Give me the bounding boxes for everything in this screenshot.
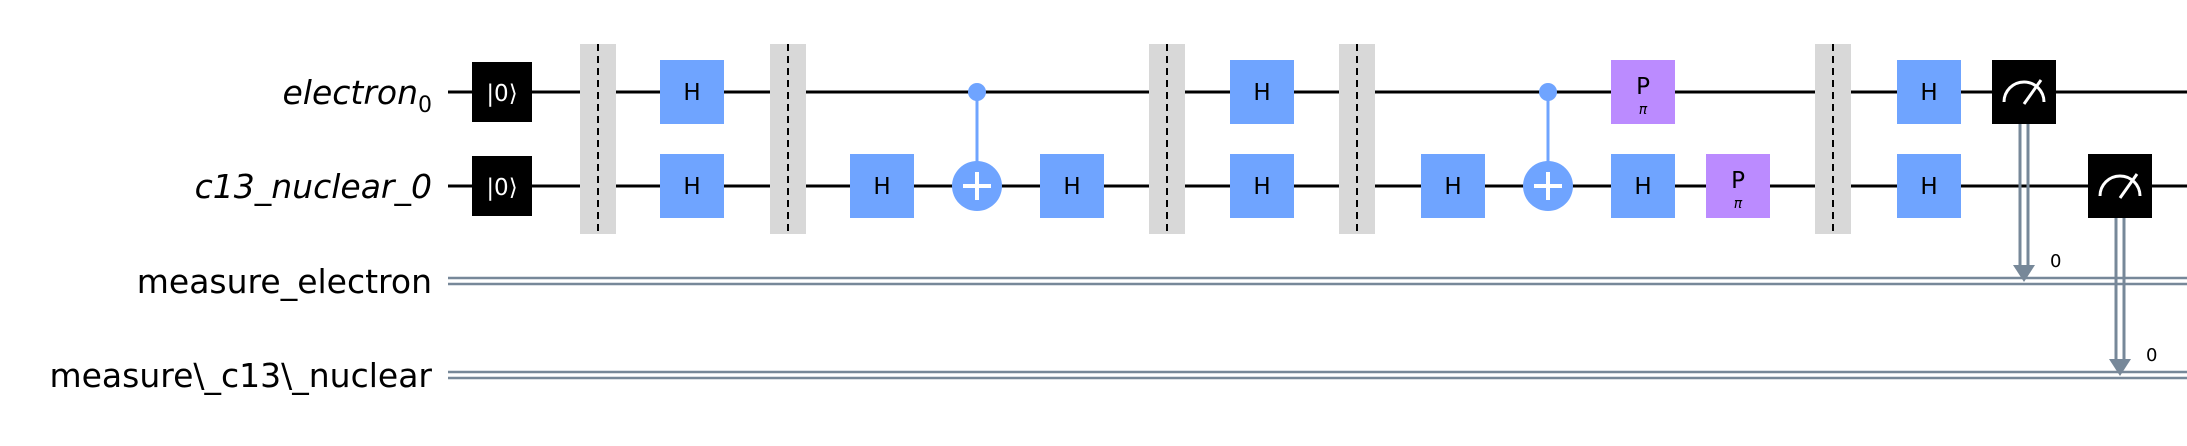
phase-gate xyxy=(1706,154,1770,218)
measure-arrow xyxy=(2013,265,2035,282)
classical-bit-index: 0 xyxy=(2146,345,2157,366)
hadamard-gate xyxy=(1040,154,1104,218)
qubit-register-label: c13_nuclear_0 xyxy=(195,167,432,206)
gate-parameter: π xyxy=(1734,196,1743,212)
qubit-register-label: electron0 xyxy=(282,73,432,118)
qubit-name: c13_nuclear_0 xyxy=(195,167,432,206)
gate-label: H xyxy=(873,174,890,200)
init-state-label: |0⟩ xyxy=(486,81,517,107)
hadamard-gate xyxy=(660,60,724,124)
qubit-name: electron xyxy=(282,73,418,112)
init-state-label: |0⟩ xyxy=(486,175,517,201)
hadamard-gate xyxy=(1421,154,1485,218)
gate-label: H xyxy=(1634,174,1651,200)
gate-label: H xyxy=(1253,80,1270,106)
meter-needle-icon xyxy=(2118,173,2139,199)
meter-arc-icon xyxy=(2002,80,2046,103)
hadamard-gate xyxy=(850,154,914,218)
hadamard-gate xyxy=(1897,154,1961,218)
qubit-subscript: 0 xyxy=(418,93,432,118)
gate-label: H xyxy=(1920,174,1937,200)
measure-box xyxy=(1992,60,2056,124)
init-state-box xyxy=(472,156,532,216)
gate-label: H xyxy=(683,174,700,200)
meter-needle-icon xyxy=(2022,79,2043,105)
classical-bit-index: 0 xyxy=(2050,251,2061,272)
hadamard-gate xyxy=(1230,60,1294,124)
measure-box xyxy=(2088,154,2152,218)
gate-label: H xyxy=(683,80,700,106)
measure-arrow xyxy=(2109,359,2131,376)
register-labels: electron0 c13_nuclear_0 measure_electronme… xyxy=(49,73,432,395)
init-state-box xyxy=(472,62,532,122)
gate-label: H xyxy=(1253,174,1270,200)
hadamard-gate xyxy=(1230,154,1294,218)
classical-register-label: measure_electron xyxy=(137,262,432,301)
gate-parameter: π xyxy=(1639,102,1648,118)
hadamard-gate xyxy=(1611,154,1675,218)
control-dot xyxy=(1539,83,1557,101)
hadamard-gate xyxy=(1897,60,1961,124)
phase-gate xyxy=(1611,60,1675,124)
gate-label: P xyxy=(1731,168,1745,194)
gate-label: H xyxy=(1920,80,1937,106)
wires-layer xyxy=(448,90,2187,380)
gate-label: H xyxy=(1444,174,1461,200)
control-dot xyxy=(968,83,986,101)
gate-label: H xyxy=(1063,174,1080,200)
gate-label: P xyxy=(1636,74,1650,100)
hadamard-gate xyxy=(660,154,724,218)
classical-register-label: measure\_c13\_nuclear xyxy=(49,356,432,395)
meter-arc-icon xyxy=(2098,174,2142,197)
